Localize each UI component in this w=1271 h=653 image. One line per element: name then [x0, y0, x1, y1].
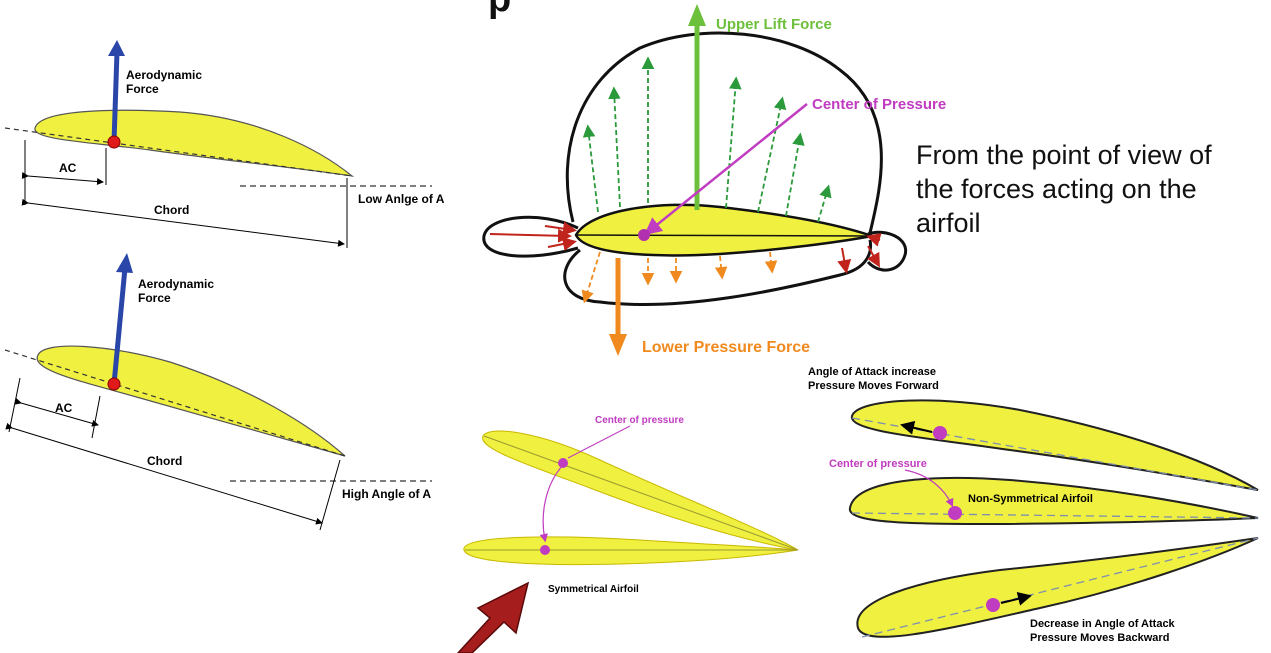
center-of-pressure-dot: [108, 136, 120, 148]
bottom-caption-2: Pressure Moves Backward: [1030, 632, 1169, 644]
top-caption-2: Pressure Moves Forward: [808, 380, 939, 392]
angle-label: High Angle of A: [342, 487, 431, 501]
bottom-cp-dot: [986, 598, 1000, 612]
ac-dimension: [28, 176, 103, 182]
chord-dimension: [12, 428, 322, 523]
top-caption-1: Angle of Attack increase: [808, 366, 936, 378]
chord-line: [576, 235, 872, 236]
lower-force-label: Lower Pressure Force: [642, 339, 810, 356]
nonsym-cp-label: Center of pressure: [829, 458, 927, 470]
upper-lift-arrowhead: [688, 4, 706, 26]
panel-bottom-left: Aerodynamic Force AC Chord High Angle of…: [5, 253, 432, 530]
airfoil-bottom-left: [37, 346, 345, 456]
aero-force-arrow: [114, 52, 117, 142]
middle-cp-dot: [948, 506, 962, 520]
aero-force-arrowhead: [116, 253, 133, 273]
upper-force-label: Upper Lift Force: [716, 16, 832, 33]
sym-cp-label: Center of pressure: [595, 415, 684, 426]
highlight-arrow: [458, 583, 528, 653]
panel-top-left: Aerodynamic Force AC Chord Low Anlge of …: [5, 40, 445, 248]
nonsym-airfoil-top: [852, 400, 1258, 490]
panel-symmetrical: Center of pressure Symmetrical Airfoil: [458, 415, 798, 653]
sym-caption: Symmetrical Airfoil: [548, 584, 639, 595]
sym-cp-dot-upper: [558, 458, 568, 468]
nonsym-middle-label: Non-Symmetrical Airfoil: [968, 493, 1093, 505]
description-text: From the point of view of the forces act…: [916, 138, 1256, 240]
airfoil-center: [576, 205, 872, 256]
sym-airfoil-upper: [483, 431, 798, 550]
force-label-2: Force: [126, 82, 159, 96]
force-label-1: Aerodynamic: [126, 68, 202, 82]
panel-non-symmetrical: Angle of Attack increase Pressure Moves …: [808, 366, 1258, 644]
chord-label: Chord: [147, 454, 182, 468]
center-pressure-label: Center of Pressure: [812, 96, 946, 113]
panel-pressure-distribution: Upper Lift Force Center of Pressure Lowe…: [484, 4, 946, 356]
center-of-pressure-dot: [638, 229, 650, 241]
force-label-2: Force: [138, 291, 171, 305]
sym-cp-dot-lower: [540, 545, 550, 555]
bottom-caption-1: Decrease in Angle of Attack: [1030, 618, 1176, 630]
chord-label: Chord: [154, 203, 189, 217]
ac-label: AC: [55, 401, 73, 415]
top-cp-dot: [933, 426, 947, 440]
airfoil-top-left: [35, 110, 352, 176]
lower-pressure-arrowhead: [609, 334, 627, 356]
upper-pressure-envelope: [567, 33, 881, 233]
aero-force-arrowhead: [108, 40, 125, 56]
sym-airfoil-lower: [464, 537, 798, 565]
force-label-1: Aerodynamic: [138, 277, 214, 291]
angle-label: Low Anlge of A: [358, 192, 445, 206]
center-of-pressure-dot: [108, 378, 120, 390]
ac-label: AC: [59, 161, 77, 175]
